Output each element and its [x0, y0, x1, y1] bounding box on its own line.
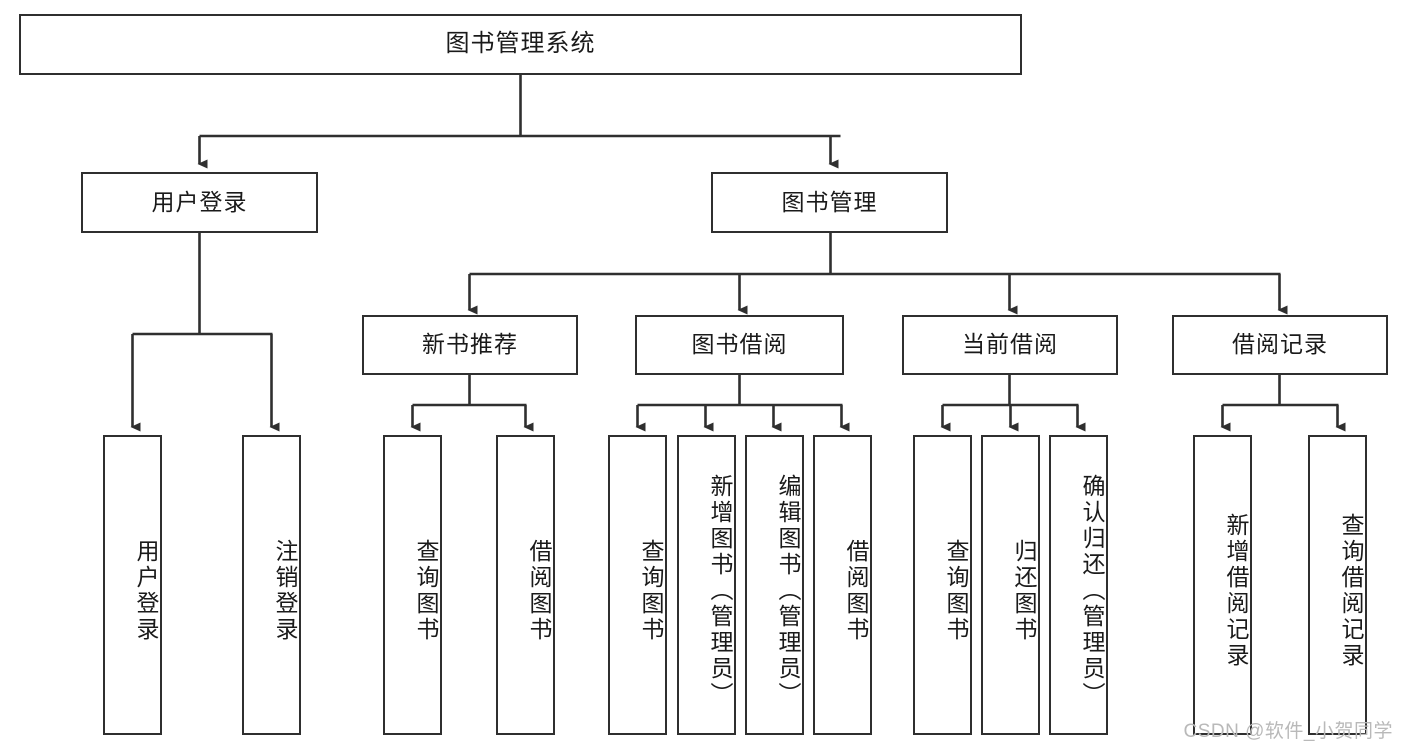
node-label: 新增图书（管理员） — [707, 474, 733, 708]
node-book-borrow[interactable]: 图书借阅 — [635, 315, 844, 375]
node-new-book-recommend[interactable]: 新书推荐 — [362, 315, 578, 375]
node-label: 新增借阅记录 — [1223, 513, 1249, 669]
node-label: 编辑图书（管理员） — [775, 474, 801, 708]
node-label: 图书借阅 — [691, 331, 788, 358]
node-borrow-record[interactable]: 借阅记录 — [1172, 315, 1388, 375]
node-user-login[interactable]: 用户登录 — [81, 172, 318, 233]
node-label: 借阅记录 — [1232, 331, 1328, 358]
node-label: 图书管理系统 — [445, 30, 596, 58]
leaf-newbook-borrow-book[interactable]: 借阅图书 — [496, 435, 555, 735]
node-label: 当前借阅 — [962, 331, 1058, 358]
node-root-system[interactable]: 图书管理系统 — [19, 14, 1022, 75]
node-label: 查询图书 — [413, 539, 439, 643]
node-label: 查询图书 — [943, 539, 969, 643]
node-book-management[interactable]: 图书管理 — [711, 172, 948, 233]
leaf-bookborrow-edit-book[interactable]: 编辑图书（管理员） — [745, 435, 804, 735]
node-label: 查询图书 — [638, 539, 664, 643]
leaf-bookborrow-add-book[interactable]: 新增图书（管理员） — [677, 435, 736, 735]
node-label: 确认归还（管理员） — [1079, 474, 1105, 708]
node-label: 借阅图书 — [843, 539, 869, 643]
leaf-borrowrecord-add-record[interactable]: 新增借阅记录 — [1193, 435, 1252, 735]
leaf-currentborrow-query-book[interactable]: 查询图书 — [913, 435, 972, 735]
node-current-borrow[interactable]: 当前借阅 — [902, 315, 1118, 375]
leaf-user-login[interactable]: 用户登录 — [103, 435, 162, 735]
leaf-borrowrecord-query-record[interactable]: 查询借阅记录 — [1308, 435, 1367, 735]
node-label: 用户登录 — [133, 539, 159, 643]
node-label: 注销登录 — [272, 539, 298, 643]
node-label: 新书推荐 — [422, 331, 518, 358]
leaf-currentborrow-return-book[interactable]: 归还图书 — [981, 435, 1040, 735]
leaf-bookborrow-borrow-book[interactable]: 借阅图书 — [813, 435, 872, 735]
node-label: 用户登录 — [151, 188, 248, 215]
leaf-newbook-query-book[interactable]: 查询图书 — [383, 435, 442, 735]
leaf-currentborrow-confirm-return[interactable]: 确认归还（管理员） — [1049, 435, 1108, 735]
node-label: 借阅图书 — [526, 539, 552, 643]
leaf-logout[interactable]: 注销登录 — [242, 435, 301, 735]
watermark-text: CSDN @软件_小贺同学 — [1183, 721, 1393, 742]
leaf-bookborrow-query-book[interactable]: 查询图书 — [608, 435, 667, 735]
node-label: 归还图书 — [1011, 539, 1037, 643]
node-label: 查询借阅记录 — [1338, 513, 1364, 669]
node-label: 图书管理 — [781, 188, 878, 215]
